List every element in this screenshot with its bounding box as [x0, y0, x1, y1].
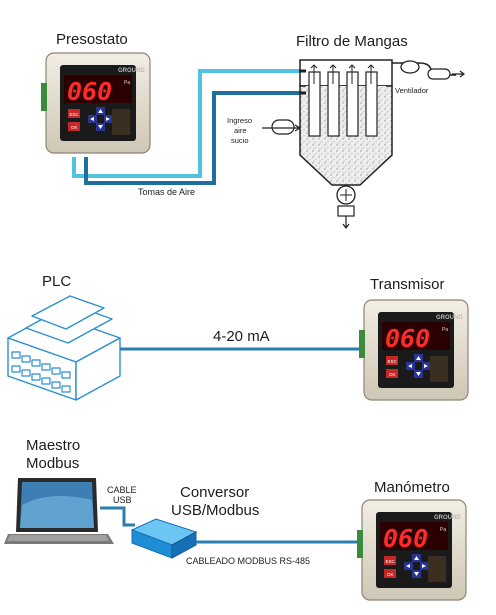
air-hoses	[72, 69, 300, 185]
inlet-label-line1: Ingreso	[227, 116, 253, 125]
device-label-plate	[430, 356, 448, 382]
plc-icon	[7, 295, 121, 401]
left-arrow-icon	[406, 564, 410, 568]
converter-title-line1: Conversor	[180, 484, 250, 501]
down-arrow-icon	[416, 372, 421, 376]
bag-filter	[262, 59, 465, 229]
ok-button-label: OK	[71, 125, 78, 130]
device-display	[380, 522, 448, 550]
master-title-line1: Maestro	[26, 437, 81, 454]
cable-label-line2: USB	[113, 495, 132, 505]
exhaust-arrow-icon	[452, 70, 465, 78]
up-arrow-icon	[414, 556, 419, 560]
right-arrow-icon	[424, 364, 428, 368]
fan-label: Ventilador	[395, 86, 429, 95]
hose-label: Tomas de Aire	[138, 187, 196, 197]
ok-button	[384, 569, 396, 578]
rs485-label: CABLEADO MODBUS RS-485	[186, 556, 311, 566]
device-display	[382, 322, 450, 350]
esc-button-label: ESC	[70, 112, 80, 117]
down-arrow-icon	[414, 572, 419, 576]
cable-label-line1: CABLE	[107, 485, 137, 495]
device-brand: GROUND	[434, 515, 461, 521]
esc-button	[386, 356, 398, 365]
fan-icon	[400, 60, 420, 74]
esc-button-label: ESC	[386, 559, 396, 564]
converter-icon	[130, 518, 198, 559]
ok-button	[386, 369, 398, 378]
esc-button	[384, 556, 396, 565]
presostato-title: Presostato	[56, 31, 128, 48]
usb-cable	[100, 506, 135, 527]
laptop-icon	[4, 478, 114, 544]
master-title-line2: Modbus	[26, 455, 80, 472]
device-reading: 060	[67, 77, 112, 106]
transmitter-title: Transmisor	[370, 276, 445, 293]
terminal-block	[357, 530, 363, 558]
hose-high-pressure	[72, 69, 300, 178]
inlet-label-line3: sucio	[231, 136, 249, 145]
device-reading: 060	[383, 524, 428, 553]
gauge-title: Manómetro	[374, 479, 450, 496]
up-arrow-icon	[416, 356, 421, 360]
device-brand: GROUND	[118, 68, 145, 74]
inlet-label-line2: aire	[234, 126, 247, 135]
hose-low-pressure	[84, 91, 300, 185]
ok-button-label: OK	[387, 572, 394, 577]
left-arrow-icon	[408, 364, 412, 368]
down-arrow-icon	[98, 125, 103, 129]
discharge-arrow-icon	[342, 216, 350, 229]
right-arrow-icon	[422, 564, 426, 568]
inlet-arrow-icon	[262, 124, 302, 132]
signal-label: 4-20 mA	[213, 328, 270, 345]
filter-title: Filtro de Mangas	[296, 33, 408, 50]
device-label-plate	[428, 556, 446, 582]
right-arrow-icon	[106, 117, 110, 121]
device-label-plate	[112, 109, 130, 135]
device-unit: Pa	[124, 80, 130, 86]
device-unit: Pa	[440, 527, 446, 533]
plc-title: PLC	[42, 273, 72, 290]
terminal-block	[359, 330, 365, 358]
ok-button	[68, 122, 80, 131]
left-arrow-icon	[90, 117, 94, 121]
device-brand: GROUND	[436, 315, 463, 321]
device-reading: 060	[385, 324, 430, 353]
converter-title-line2: USB/Modbus	[171, 502, 260, 519]
device-unit: Pa	[442, 327, 448, 333]
esc-button	[68, 109, 80, 118]
up-arrow-icon	[98, 109, 103, 113]
ok-button-label: OK	[389, 372, 396, 377]
terminal-block	[41, 83, 47, 111]
device-display	[64, 75, 132, 103]
esc-button-label: ESC	[388, 359, 398, 364]
